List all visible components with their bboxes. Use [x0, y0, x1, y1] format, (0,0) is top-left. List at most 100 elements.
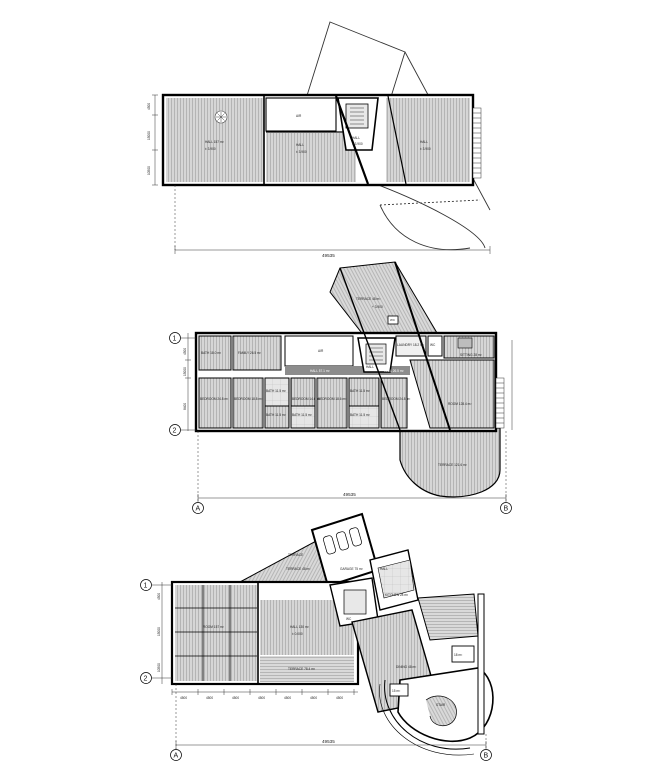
- top-side-dim-3: 10500: [147, 166, 151, 175]
- mid-hall-corridor-2: HALL 26.5 m²: [384, 369, 404, 373]
- ground-grid-col-b: B: [484, 753, 489, 760]
- mid-sitting: SITTING 28 m²: [460, 353, 482, 357]
- mid-grid-col-a: A: [196, 506, 201, 513]
- mid-side-dim-2: 15000: [183, 367, 187, 376]
- mid-bedroom-4: BEDROOM 18.6 m²: [318, 397, 346, 401]
- top-dimension-lines: [152, 94, 491, 254]
- ground-kitchen: KITCHEN 28 m²: [385, 593, 408, 597]
- mid-grid-row-1: 1: [173, 336, 177, 343]
- mid-side-dim-1: 4500: [183, 348, 187, 355]
- terrace-bottom-area: [399, 427, 501, 498]
- ground-open-room: ROOM 157 m²: [203, 625, 224, 629]
- mid-side-dim-3: 8400: [183, 403, 187, 410]
- upper-floor-plan: HALL 157 m² ± 3.900 AIR HALL ± 3.900 HAL…: [147, 21, 491, 258]
- ground-bottom-dim-3: 4500: [232, 696, 239, 700]
- ground-grid-bubbles: 1 2 A B: [140, 579, 492, 761]
- top-mid-hall-label: HALL: [296, 143, 304, 147]
- grid-room-lines: [175, 585, 257, 681]
- left-hall-area: [166, 98, 264, 182]
- mid-air: AIR: [318, 349, 324, 353]
- mid-bedroom-5: BEDROOM 24.8 m²: [382, 397, 410, 401]
- ground-grid-col-a: A: [174, 753, 179, 760]
- ground-stair: STAIR: [436, 703, 446, 707]
- mid-terrace-top-label: TERRACE 48 m²: [356, 297, 380, 301]
- middle-dimension-lines: [181, 333, 513, 502]
- external-stair-top: [472, 107, 482, 179]
- ground-floor-plan: GARAGE 75 m² HALL TERRACE 48 m² TERRACE …: [140, 512, 494, 761]
- top-mid-level: ± 3.900: [296, 150, 307, 154]
- mid-hall-corridor: HALL 57.1 m²: [310, 369, 330, 373]
- ground-room-right-top: 18 m²: [454, 653, 462, 657]
- top-side-dim-1: 4500: [147, 103, 151, 110]
- top-stair-hall-label: HALL: [352, 136, 360, 140]
- mid-laundry: LAUNDRY 18.2 m²: [397, 343, 424, 347]
- mid-bedroom-2: BEDROOM 18.8 m²: [234, 397, 262, 401]
- middle-corridor: [285, 366, 410, 375]
- mid-grid-row-2: 2: [173, 428, 177, 435]
- ground-bottom-dim-5: 4500: [284, 696, 291, 700]
- ground-terrace-lower-label: TERRACE 78.4 m²: [288, 667, 315, 671]
- svg-text:WC: WC: [390, 318, 396, 322]
- ground-overall-dimension: 49535: [322, 739, 335, 744]
- ground-terrace-left: TERRACE: [288, 553, 303, 557]
- ground-dining: DINING 48 m²: [396, 665, 416, 669]
- mid-terrace-top-level: + 3.900: [372, 305, 383, 309]
- ground-room-left-low: 15 m²: [392, 689, 400, 693]
- ground-hall-top: HALL: [380, 567, 388, 571]
- mid-hall-small: HALL: [366, 365, 374, 369]
- spiral-stair-icon: [425, 695, 457, 727]
- mid-bedroom-1: BEDROOM 24.8 m²: [200, 397, 228, 401]
- mid-family: FAMILY 26.5 m²: [238, 351, 261, 355]
- ground-side-dim-3: 10500: [157, 663, 161, 672]
- ground-grid-row-1: 1: [144, 583, 148, 590]
- middle-overall-dimension: 49535: [343, 492, 356, 497]
- mid-big-room: ROOM 128.4 m²: [448, 402, 471, 406]
- middle-big-room: [409, 359, 495, 429]
- mid-grid-col-b: B: [504, 506, 509, 513]
- compass-rose-icon: [214, 110, 228, 124]
- ground-side-dim-1: 4500: [157, 593, 161, 600]
- mid-bath-2: BATH 11.5 m²: [266, 389, 286, 393]
- mid-bedroom-3: BEDROOM 14.6 m²: [292, 397, 320, 401]
- ground-bottom-dim-1: 4500: [180, 696, 187, 700]
- ground-wc: WC: [346, 617, 352, 621]
- mid-hall-area: [266, 133, 356, 182]
- ground-bottom-dim-2: 4500: [206, 696, 213, 700]
- mid-bath-1: BATH 18.0 m²: [201, 351, 221, 355]
- top-side-dim-2: 15000: [147, 131, 151, 140]
- middle-grid-bubbles: 1 2 A B: [169, 332, 512, 514]
- mid-bath-3: BATH 11.5 m²: [266, 413, 286, 417]
- mid-terrace-bottom: TERRACE 121.6 m²: [438, 463, 467, 467]
- ground-grid-row-2: 2: [144, 676, 148, 683]
- air-void: [265, 97, 337, 132]
- top-right-level: ± 3.900: [420, 147, 431, 151]
- ground-dimension-lines: [152, 582, 487, 749]
- terrace-upper-right: [417, 593, 479, 641]
- ground-bottom-dim-7: 4500: [336, 696, 343, 700]
- top-stair-level: ± 3.900: [352, 142, 363, 146]
- ground-side-dim-2: 15000: [157, 627, 161, 636]
- mid-bath-4: BATH 11.5 m²: [292, 413, 312, 417]
- top-overall-dimension: 49535: [322, 253, 335, 258]
- middle-floor-plan: WC: [169, 261, 513, 514]
- ground-hall-main-level: ± 0.000: [292, 632, 303, 636]
- ground-terrace-upper: TERRACE 48 m²: [286, 567, 310, 571]
- mid-bath-5: BATH 11.5 m²: [350, 389, 370, 393]
- terrace-top-marker: [387, 315, 399, 325]
- ground-bottom-dim-4: 4500: [258, 696, 265, 700]
- ground-bottom-dim-6: 4500: [310, 696, 317, 700]
- car-icons: [323, 527, 362, 555]
- stair-core: [337, 97, 379, 151]
- ground-hall-main-label: HALL 130 m²: [290, 625, 309, 629]
- mid-wc: WC: [430, 343, 436, 347]
- top-left-hall-level: ± 3.900: [205, 147, 216, 151]
- mid-bath-6: BATH 11.5 m²: [350, 413, 370, 417]
- open-grid-room: [175, 585, 257, 681]
- ground-garage: GARAGE 75 m²: [340, 567, 363, 571]
- top-right-hall-label: HALL: [420, 140, 428, 144]
- top-air-label: AIR: [296, 114, 302, 118]
- ground-terrace-lower: [260, 656, 354, 682]
- right-hall-area: [386, 98, 470, 182]
- middle-air-void: [284, 335, 354, 367]
